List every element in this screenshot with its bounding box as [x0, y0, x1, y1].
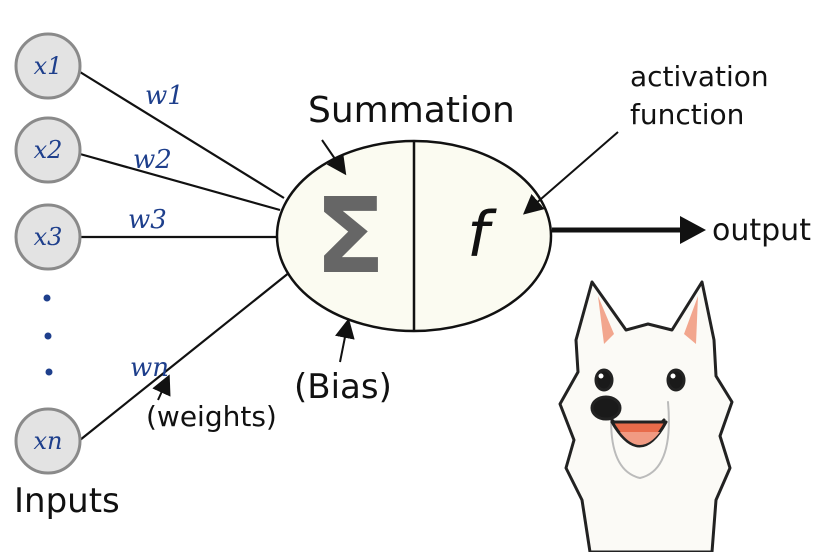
- neuron: [275, 139, 553, 333]
- input-node-label: x3: [34, 223, 63, 251]
- input-node-label: x2: [34, 136, 63, 164]
- weight-label-w2: w2: [133, 145, 172, 175]
- weight-label-wn: wn: [130, 353, 169, 383]
- activation-arrow: [522, 131, 619, 215]
- dog-mascot-illustration: [558, 280, 734, 552]
- activation-label-line2: function: [630, 98, 744, 131]
- summation-arrow: [321, 139, 347, 176]
- connection-line-x2: [79, 152, 281, 212]
- input-node-x1: x1: [14, 32, 82, 100]
- inputs-title: Inputs: [14, 481, 120, 521]
- bias-label: (Bias): [294, 367, 392, 407]
- output-arrow: [552, 216, 706, 244]
- summation-label: Summation: [308, 90, 515, 131]
- input-node-label: x1: [34, 52, 63, 80]
- bias-arrow: [335, 318, 355, 363]
- connection-line-x1: [79, 71, 285, 199]
- input-node-x2: x2: [14, 116, 82, 184]
- weights-caption: (weights): [146, 400, 277, 433]
- ellipsis-dots: [43, 294, 53, 376]
- input-node-x3: x3: [14, 203, 82, 271]
- input-node-label: xn: [34, 427, 63, 455]
- output-label: output: [712, 213, 811, 248]
- weights-arrow: [152, 374, 171, 401]
- connection-line-xn: [79, 271, 291, 441]
- input-node-xn: xn: [14, 407, 82, 475]
- weight-label-w1: w1: [145, 81, 184, 111]
- weight-label-w3: w3: [128, 205, 167, 235]
- activation-label-line1: activation: [630, 60, 769, 93]
- summation-symbol: Σ: [314, 175, 385, 297]
